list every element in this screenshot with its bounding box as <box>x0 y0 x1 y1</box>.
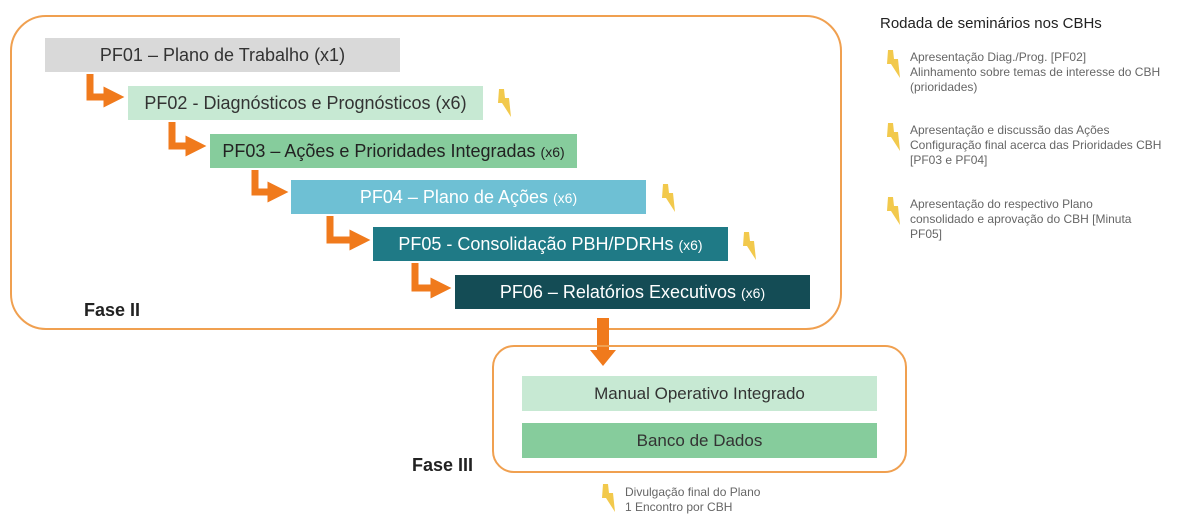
phase3-note-line2: 1 Encontro por CBH <box>625 500 733 514</box>
legend-item-3-line1: Apresentação do respectivo Plano <box>910 197 1093 211</box>
step-pf06-multiplier: (x6) <box>741 285 766 301</box>
phase3-manual: Manual Operativo Integrado <box>522 376 877 411</box>
step-pf04-label: PF04 – Plano de Ações <box>359 187 553 207</box>
phase-2-label: Fase II <box>84 300 141 320</box>
step-pf03-multiplier: (x6) <box>540 144 565 160</box>
legend-item-1: Apresentação Diag./Prog. [PF02] Alinhame… <box>910 50 1160 95</box>
legend-item-2-line2: Configuração final acerca das Prioridade… <box>910 138 1162 152</box>
legend-item-3: Apresentação do respectivo Plano consoli… <box>910 197 1131 242</box>
legend-item-2-line1: Apresentação e discussão das Ações <box>910 123 1110 137</box>
bolt-icon <box>885 123 903 151</box>
phase3-note: Divulgação final do Plano 1 Encontro por… <box>625 485 760 515</box>
legend-title: Rodada de seminários nos CBHs <box>880 15 1102 32</box>
legend-item-2-line3: [PF03 e PF04] <box>910 153 988 167</box>
step-pf01-label: PF01 – Plano de Trabalho (x1) <box>99 45 346 65</box>
phase-3-frame <box>492 345 907 473</box>
legend-item-2: Apresentação e discussão das Ações Confi… <box>910 123 1161 168</box>
phase3-note-line1: Divulgação final do Plano <box>625 485 761 499</box>
phase-2-frame <box>10 15 842 330</box>
phase3-banco-label: Banco de Dados <box>636 431 763 450</box>
legend-item-3-line2: consolidado e aprovação do CBH [Minuta <box>910 212 1132 226</box>
step-pf06-label: PF06 – Relatórios Executivos <box>499 282 741 302</box>
legend-item-1-line1: Apresentação Diag./Prog. [PF02] <box>910 50 1087 64</box>
step-pf04: PF04 – Plano de Ações (x6) <box>291 180 646 214</box>
legend-item-3-line3: PF05] <box>910 227 943 241</box>
step-pf05-multiplier: (x6) <box>678 237 703 253</box>
step-pf05: PF05 - Consolidação PBH/PDRHs (x6) <box>373 227 728 261</box>
bolt-icon <box>660 184 678 212</box>
bolt-icon <box>496 89 514 117</box>
bolt-icon <box>885 197 903 225</box>
step-pf03: PF03 – Ações e Prioridades Integradas (x… <box>210 134 577 168</box>
phase3-manual-label: Manual Operativo Integrado <box>594 384 805 403</box>
bolt-icon <box>741 232 759 260</box>
phase-3-label: Fase III <box>412 455 474 475</box>
bolt-icon <box>885 50 903 78</box>
step-pf02-label: PF02 - Diagnósticos e Prognósticos (x6) <box>144 93 467 113</box>
step-pf01: PF01 – Plano de Trabalho (x1) <box>45 38 400 72</box>
step-pf04-multiplier: (x6) <box>553 190 578 206</box>
step-pf02: PF02 - Diagnósticos e Prognósticos (x6) <box>128 86 483 120</box>
step-pf03-label: PF03 – Ações e Prioridades Integradas <box>222 141 541 161</box>
step-pf05-label: PF05 - Consolidação PBH/PDRHs <box>398 234 679 254</box>
legend-item-1-line3: (prioridades) <box>910 80 978 94</box>
phase3-banco: Banco de Dados <box>522 423 877 458</box>
step-pf06: PF06 – Relatórios Executivos (x6) <box>455 275 810 309</box>
legend-item-1-line2: Alinhamento sobre temas de interesse do … <box>910 65 1161 79</box>
bolt-icon <box>600 484 618 512</box>
